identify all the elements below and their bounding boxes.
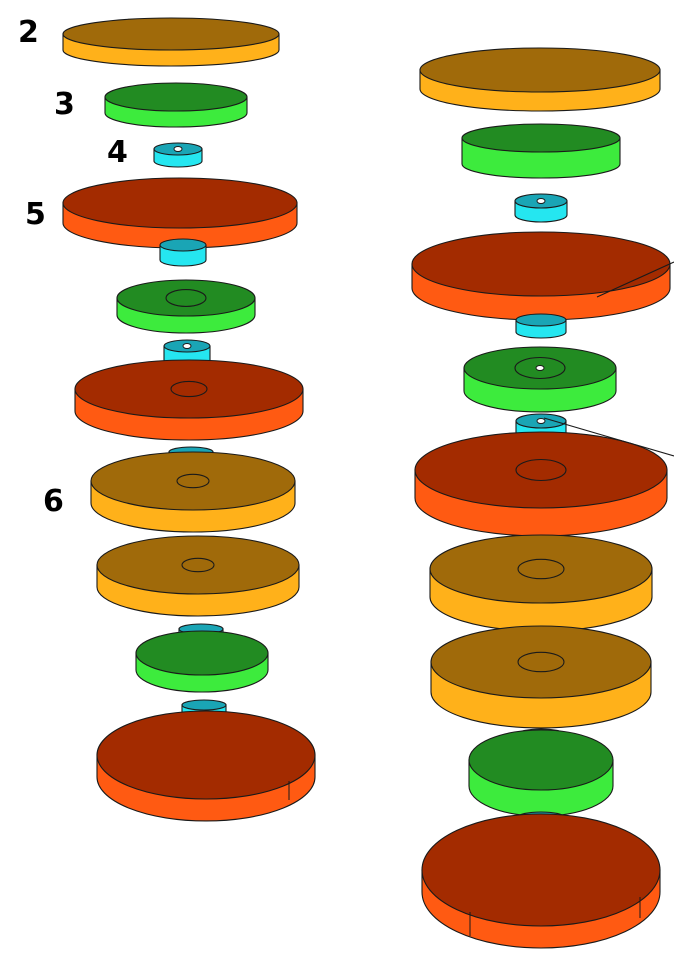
left-disk-green-1-center-hole xyxy=(165,289,207,307)
right-spacer-1-top xyxy=(515,313,567,327)
right-disk-red-bottom-top xyxy=(421,813,661,927)
right-disk-red-1 xyxy=(414,431,668,537)
left-disk-red-1 xyxy=(74,359,304,441)
label-5: 5 xyxy=(25,197,46,232)
left-spacer-small xyxy=(153,142,203,168)
leader-line-lower xyxy=(543,417,674,457)
left-disk-orange-2-top xyxy=(96,535,300,595)
left-spacer-1 xyxy=(159,238,207,267)
right-stack xyxy=(411,47,671,949)
left-disk-orange-2-center-hole xyxy=(181,557,215,573)
right-disk-red-bottom xyxy=(421,813,661,949)
left-disk-orange-1 xyxy=(90,451,296,533)
left-disk-orange-top xyxy=(62,17,280,67)
left-disk-red-1-top xyxy=(74,359,304,419)
right-disk-red-1-center-hole xyxy=(515,458,567,482)
right-disk-orange-1 xyxy=(429,534,653,632)
left-spacer-small-pin xyxy=(173,146,183,152)
right-disk-green-top-top xyxy=(461,123,621,153)
left-disk-red-bottom xyxy=(96,710,316,822)
left-stack xyxy=(62,17,316,822)
right-disk-green-1 xyxy=(463,346,617,413)
left-disk-green-1 xyxy=(116,279,256,334)
left-disk-orange-2 xyxy=(96,535,300,617)
left-disk-green-2-top xyxy=(135,630,269,676)
left-spacer-1-top xyxy=(159,238,207,252)
right-spacer-1 xyxy=(515,313,567,339)
left-disk-green-1-top xyxy=(116,279,256,317)
right-disk-orange-top xyxy=(419,47,661,112)
right-spacer-small xyxy=(514,193,568,223)
right-disk-orange-top-top xyxy=(419,47,661,93)
label-6: 6 xyxy=(43,484,64,519)
leader-line-upper xyxy=(596,261,674,298)
label-3: 3 xyxy=(54,87,75,122)
right-disk-green-2 xyxy=(468,729,614,817)
right-disk-orange-1-center-hole xyxy=(517,558,565,580)
left-disk-orange-1-center-hole xyxy=(176,473,210,489)
left-spacer-6-top xyxy=(181,699,227,711)
left-disk-red-bottom-top xyxy=(96,710,316,800)
left-disk-green-top-top xyxy=(104,82,248,112)
left-disk-green-2 xyxy=(135,630,269,693)
right-disk-orange-2-top xyxy=(430,625,652,699)
right-disk-green-top xyxy=(461,123,621,179)
right-disk-orange-2-center-hole xyxy=(517,651,565,673)
right-disk-red-top xyxy=(411,231,671,321)
label-4: 4 xyxy=(107,135,128,170)
right-disk-green-2-top xyxy=(468,729,614,791)
left-disk-orange-top-top xyxy=(62,17,280,51)
left-spacer-2-pin xyxy=(182,343,192,349)
left-disk-red-1-center-hole xyxy=(170,380,208,398)
left-disk-green-top xyxy=(104,82,248,128)
left-disk-orange-1-top xyxy=(90,451,296,511)
right-disk-green-1-center-hole xyxy=(514,356,566,380)
right-disk-red-top-top xyxy=(411,231,671,297)
right-disk-orange-2 xyxy=(430,625,652,729)
right-disk-orange-1-top xyxy=(429,534,653,604)
right-spacer-2-pin xyxy=(536,418,546,424)
right-disk-green-1-pin xyxy=(535,365,545,371)
right-spacer-small-pin xyxy=(536,198,546,204)
right-disk-red-1-top xyxy=(414,431,668,509)
left-disk-red-top-top xyxy=(62,177,298,229)
left-disk-red-top xyxy=(62,177,298,249)
label-2: 2 xyxy=(18,15,39,50)
